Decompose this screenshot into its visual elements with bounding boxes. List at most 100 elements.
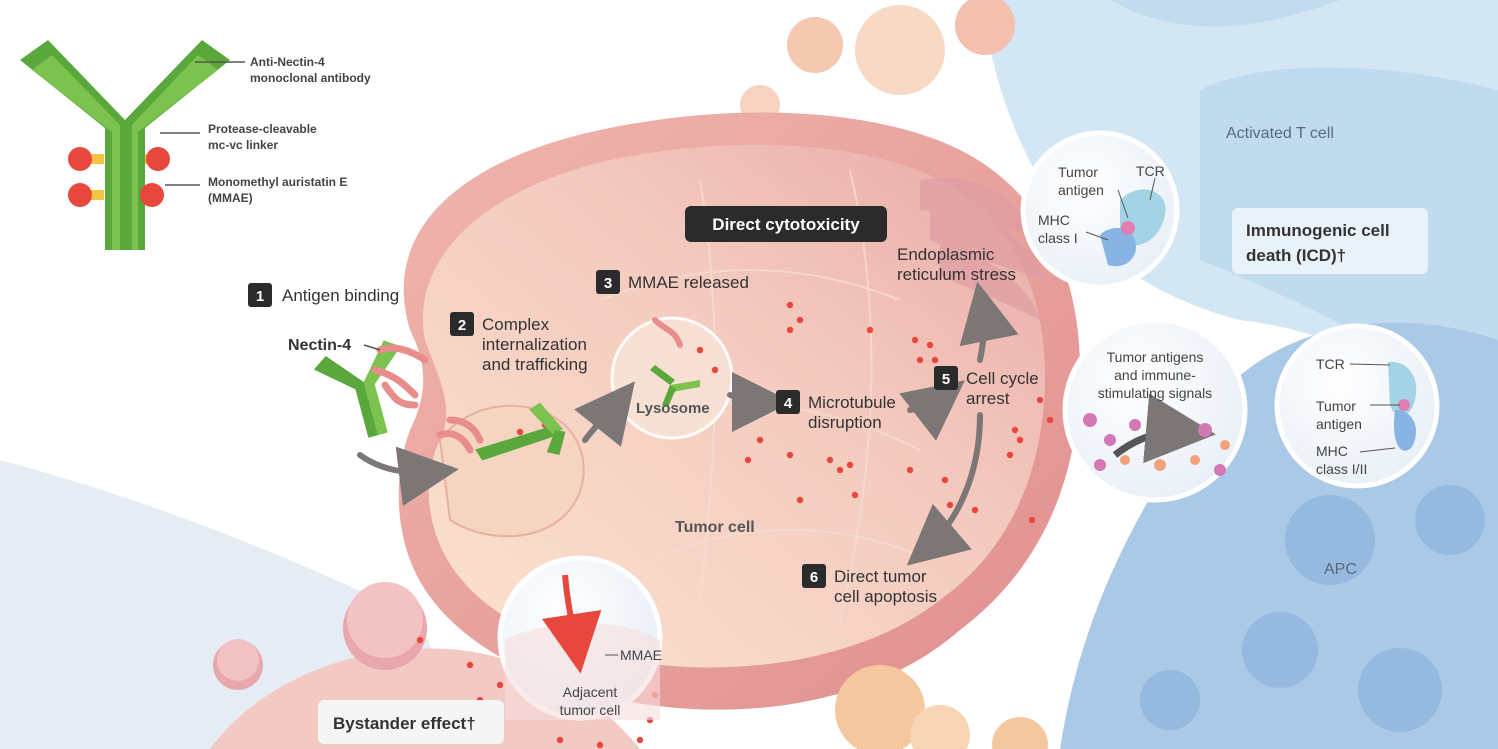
mmae-dot — [1011, 426, 1019, 434]
mmae-dot — [1028, 516, 1036, 524]
bystander-effect-badge: Bystander effect† — [318, 700, 504, 744]
lysosome-antibody — [650, 365, 700, 407]
step-6: 6 Direct tumor cell apoptosis — [802, 564, 937, 606]
svg-text:antigen: antigen — [1058, 182, 1104, 198]
arrow-binding-to-internalization — [357, 446, 459, 507]
mmae-dot — [556, 736, 564, 744]
internalized-antibody — [475, 402, 566, 461]
mmae-dot — [971, 506, 979, 514]
adjacent-cells — [213, 582, 427, 690]
svg-text:Complex: Complex — [482, 315, 550, 334]
antibody-label-2: monoclonal antibody — [250, 71, 371, 85]
svg-text:and trafficking: and trafficking — [482, 355, 588, 374]
svg-text:arrest: arrest — [966, 389, 1010, 408]
lysosome-label: Lysosome — [636, 400, 710, 417]
er-stress-label-2: reticulum stress — [897, 265, 1016, 284]
arrow-to-er-stress — [959, 281, 1019, 363]
svg-text:5: 5 — [942, 371, 950, 388]
svg-text:Direct cytotoxicity: Direct cytotoxicity — [712, 215, 860, 234]
mmae-dot — [756, 436, 764, 444]
er-stress-label-1: Endoplasmic — [897, 245, 995, 264]
mmae-dot — [826, 456, 834, 464]
mmae-dot — [931, 356, 939, 364]
inset-tcell-labels: Tumor antigen TCR MHC class I — [1038, 163, 1165, 246]
inset-bystander — [497, 555, 663, 721]
pathway-arrows — [357, 281, 1019, 566]
payload-label-2: (MMAE) — [208, 191, 253, 205]
mmae-dot — [636, 736, 644, 744]
svg-text:class I: class I — [1038, 230, 1078, 246]
svg-text:antigen: antigen — [1316, 416, 1362, 432]
svg-text:internalization: internalization — [482, 335, 587, 354]
antibody-drug-conjugate-illustration — [20, 40, 245, 250]
arrow-to-apoptosis — [906, 412, 983, 566]
svg-text:Tumor: Tumor — [1058, 164, 1098, 180]
svg-text:Adjacent: Adjacent — [563, 684, 618, 700]
mmae-dot — [906, 466, 914, 474]
mmae-dot — [786, 301, 794, 309]
svg-text:3: 3 — [604, 275, 612, 292]
mmae-dot — [496, 681, 504, 689]
mmae-dot — [1036, 396, 1044, 404]
svg-text:TCR: TCR — [1136, 163, 1165, 179]
step-4: 4 Microtubule disruption — [776, 390, 896, 432]
arrow-to-microtubule — [727, 371, 792, 432]
svg-text:4: 4 — [784, 395, 793, 412]
direct-cytotoxicity-badge: Direct cytotoxicity — [685, 206, 887, 242]
svg-text:cell apoptosis: cell apoptosis — [834, 587, 937, 606]
mmae-dot — [796, 316, 804, 324]
linker-label-2: mc-vc linker — [208, 138, 278, 152]
svg-text:class I/II: class I/II — [1316, 461, 1367, 477]
mmae-dot — [836, 466, 844, 474]
nectin-4-label: Nectin-4 — [288, 337, 351, 354]
svg-text:Bystander effect†: Bystander effect† — [333, 714, 476, 733]
linker-label-1: Protease-cleavable — [208, 122, 317, 136]
activated-t-cell-label: Activated T cell — [1226, 125, 1334, 142]
svg-text:MHC: MHC — [1316, 443, 1348, 459]
inset-signals-labels: Tumor antigens and immune- stimulating s… — [1098, 349, 1212, 401]
inset-tcell-antigen-presentation — [1020, 130, 1180, 290]
svg-text:Antigen binding: Antigen binding — [282, 286, 399, 305]
svg-text:Microtubule: Microtubule — [808, 393, 896, 412]
mmae-dot — [466, 661, 474, 669]
arrow-to-cell-cycle — [899, 380, 965, 441]
svg-text:Immunogenic cell: Immunogenic cell — [1246, 221, 1390, 240]
step-5: 5 Cell cycle arrest — [934, 366, 1039, 408]
step-1: 1 Antigen binding — [248, 283, 399, 307]
svg-text:and immune-: and immune- — [1114, 367, 1196, 383]
mmae-dot — [911, 336, 919, 344]
icd-badge: Immunogenic cell death (ICD)† — [1232, 208, 1428, 274]
svg-text:Tumor antigens: Tumor antigens — [1107, 349, 1204, 365]
svg-text:Direct tumor: Direct tumor — [834, 567, 927, 586]
inset-bystander-labels: MMAE Adjacent tumor cell — [560, 647, 662, 718]
svg-text:stimulating signals: stimulating signals — [1098, 385, 1212, 401]
svg-text:TCR: TCR — [1316, 356, 1345, 372]
mmae-dot — [941, 476, 949, 484]
mmae-dot — [696, 346, 704, 354]
antibody-label-1: Anti-Nectin-4 — [250, 55, 325, 69]
svg-text:2: 2 — [458, 317, 466, 334]
svg-text:death (ICD)†: death (ICD)† — [1246, 246, 1346, 265]
apc-label: APC — [1324, 561, 1357, 578]
mmae-dot — [786, 451, 794, 459]
svg-text:Tumor: Tumor — [1316, 398, 1356, 414]
nectin-4-receptor — [371, 344, 429, 409]
arrow-to-lysosome — [574, 381, 635, 447]
inset-apc-antigen-presentation — [1274, 323, 1440, 489]
internalized-nectin-4 — [436, 416, 484, 454]
svg-text:disruption: disruption — [808, 413, 882, 432]
svg-text:MMAE: MMAE — [620, 647, 662, 663]
mmae-dot — [926, 341, 934, 349]
mmae-dot — [1016, 436, 1024, 444]
mmae-dot — [916, 356, 924, 364]
mmae-dot — [851, 491, 859, 499]
mmae-dot — [744, 456, 752, 464]
mmae-dot — [736, 416, 744, 424]
svg-text:Cell cycle: Cell cycle — [966, 369, 1039, 388]
mmae-dot — [786, 326, 794, 334]
mmae-dot — [1006, 451, 1014, 459]
svg-text:MHC: MHC — [1038, 212, 1070, 228]
mmae-dot — [516, 428, 524, 436]
